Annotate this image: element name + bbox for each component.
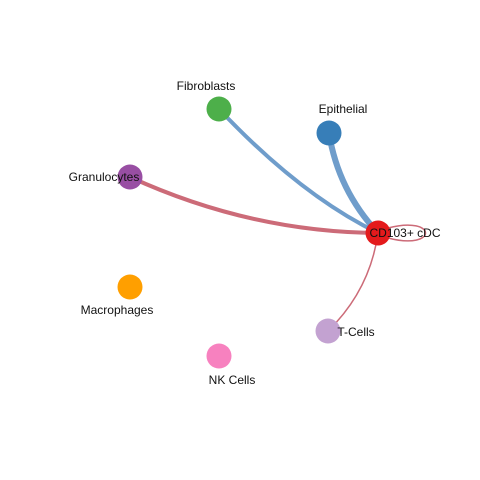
node-tcells	[315, 318, 341, 344]
node-label-tcells: T-Cells	[337, 325, 374, 339]
node-granulocytes	[117, 164, 143, 190]
edge-cd103-self-loop	[387, 224, 427, 242]
node-label-granulocytes: Granulocytes	[69, 170, 140, 184]
node-cd103	[365, 220, 391, 246]
edge-cd103-to-tcells	[327, 232, 379, 332]
node-nkcells	[206, 343, 232, 369]
node-label-cd103: CD103+ cDC	[369, 226, 440, 240]
node-fibroblasts	[206, 96, 232, 122]
node-epithelial	[316, 120, 342, 146]
edges-layer	[128, 107, 427, 332]
edge-fibroblasts-to-cd103	[217, 107, 380, 235]
node-label-fibroblasts: Fibroblasts	[177, 79, 236, 93]
labels-layer: FibroblastsEpithelialGranulocytesCD103+ …	[69, 79, 441, 387]
node-label-epithelial: Epithelial	[319, 102, 368, 116]
node-label-nkcells: NK Cells	[209, 373, 256, 387]
edge-granulocytes-to-cd103	[128, 175, 380, 235]
nodes-layer	[117, 96, 391, 369]
node-macrophages	[117, 274, 143, 300]
node-label-macrophages: Macrophages	[81, 303, 154, 317]
